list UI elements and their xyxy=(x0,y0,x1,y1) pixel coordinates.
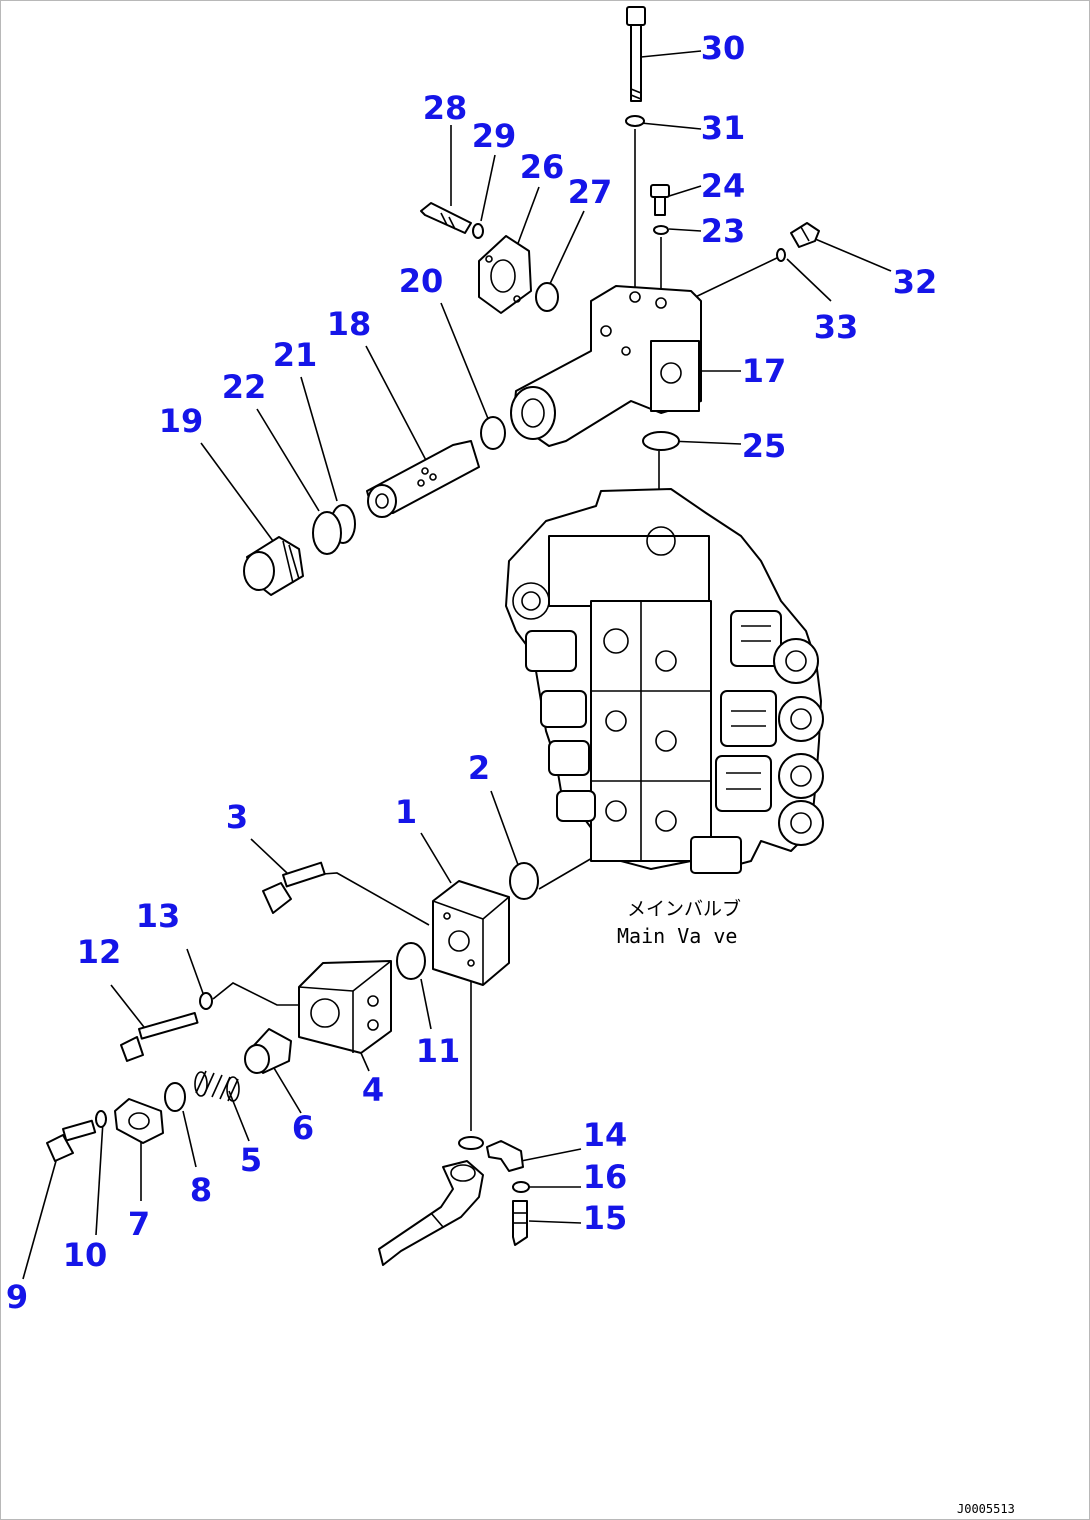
callout-4: 4 xyxy=(362,1071,384,1109)
callout-2: 2 xyxy=(468,749,490,787)
callout-31: 31 xyxy=(701,109,746,147)
callout-32: 32 xyxy=(893,263,938,301)
main-valve-caption-jp: メインバルブ xyxy=(627,897,741,920)
pipe-fittings xyxy=(378,1136,530,1266)
main-valve-body xyxy=(505,488,824,874)
callout-19: 19 xyxy=(159,402,204,440)
part-17-housing xyxy=(510,285,702,447)
callout-9: 9 xyxy=(6,1278,28,1316)
callout-30: 30 xyxy=(701,29,746,67)
callout-16: 16 xyxy=(583,1158,628,1196)
callout-numbers: 1234567891011121314151617181920212223242… xyxy=(6,29,937,1316)
callout-3: 3 xyxy=(226,798,248,836)
drawing-id: J0005513 xyxy=(957,1502,1015,1516)
callout-5: 5 xyxy=(240,1141,262,1179)
callout-29: 29 xyxy=(472,117,517,155)
callout-33: 33 xyxy=(814,308,859,346)
callout-21: 21 xyxy=(273,336,318,374)
callout-6: 6 xyxy=(292,1109,314,1147)
lower-block-parts xyxy=(46,861,539,1162)
callout-28: 28 xyxy=(423,89,468,127)
callout-17: 17 xyxy=(742,352,787,390)
callout-13: 13 xyxy=(136,897,181,935)
callout-23: 23 xyxy=(701,212,746,250)
callout-18: 18 xyxy=(327,305,372,343)
callout-26: 26 xyxy=(520,148,565,186)
callout-15: 15 xyxy=(583,1199,628,1237)
callout-27: 27 xyxy=(568,173,613,211)
callout-11: 11 xyxy=(416,1032,461,1070)
top-fasteners xyxy=(625,6,820,451)
spool-parts xyxy=(243,416,506,596)
callout-22: 22 xyxy=(222,368,267,406)
main-valve-caption-en: Main Va ve xyxy=(617,924,737,948)
callout-20: 20 xyxy=(399,262,444,300)
callout-25: 25 xyxy=(742,427,787,465)
callout-10: 10 xyxy=(63,1236,108,1274)
callout-7: 7 xyxy=(128,1205,150,1243)
callout-14: 14 xyxy=(583,1116,628,1154)
flange-parts xyxy=(420,202,559,314)
callout-12: 12 xyxy=(77,933,122,971)
callout-24: 24 xyxy=(701,167,746,205)
callout-1: 1 xyxy=(395,793,417,831)
callout-8: 8 xyxy=(190,1171,212,1209)
